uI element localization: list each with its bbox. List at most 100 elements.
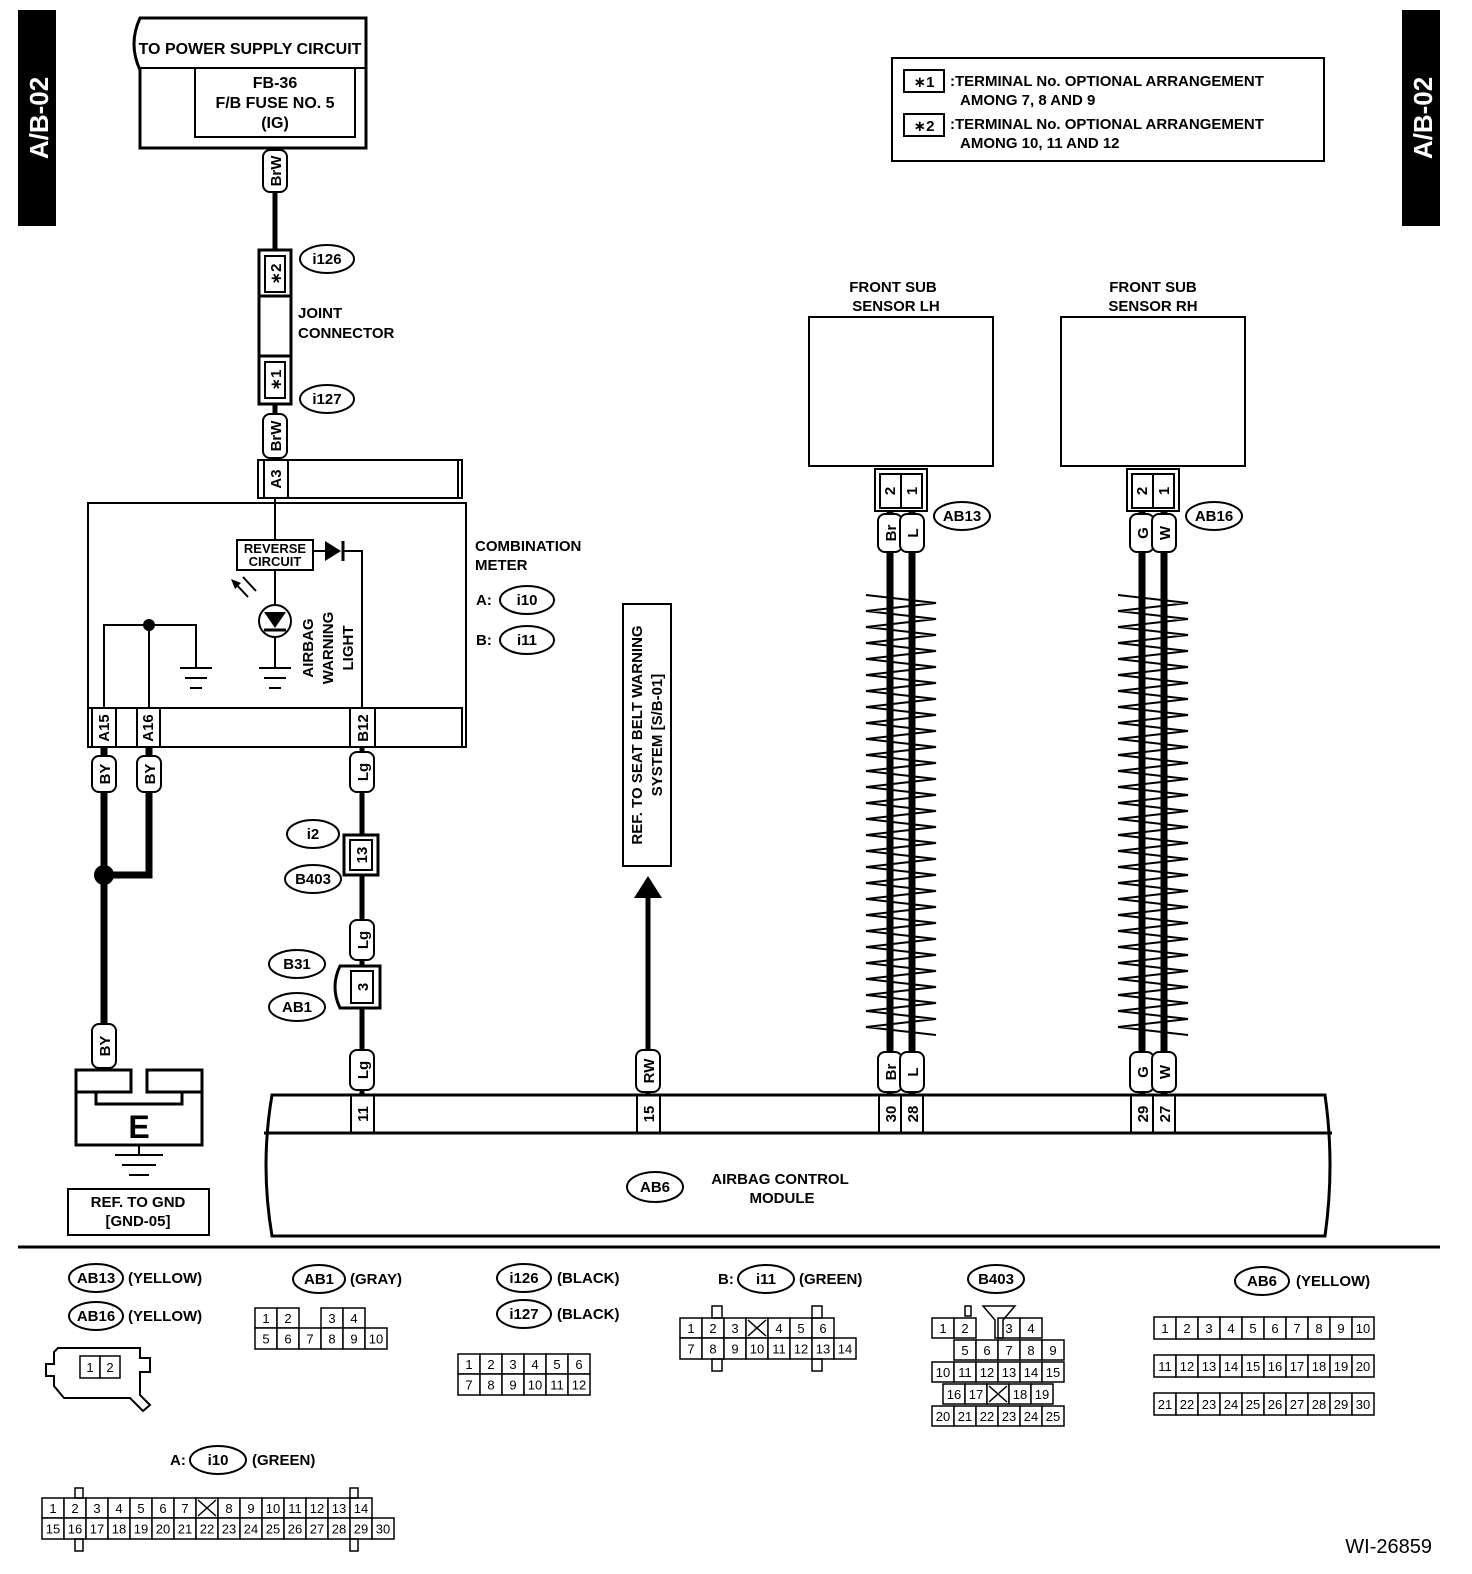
ab6-grid-pin: 21	[1158, 1397, 1172, 1412]
sensor-lh-pin-2: 2	[882, 487, 899, 495]
connector-tag-i126: i126	[312, 251, 341, 268]
ab6-grid-pin: 1	[1161, 1321, 1168, 1336]
i11-grid-pin: 12	[794, 1342, 808, 1357]
i11-grid-pin: 5	[797, 1321, 804, 1336]
b403-grid-pin: 5	[961, 1343, 968, 1358]
i11-grid-cross-icon	[747, 1319, 767, 1337]
i126-grid-pin: 6	[575, 1357, 582, 1372]
ab1-grid-cell	[364, 1327, 388, 1350]
b403-grid-pin: 12	[980, 1365, 994, 1380]
i126-grid-pin: 3	[509, 1357, 516, 1372]
legend-ab6-color: (YELLOW)	[1296, 1273, 1370, 1290]
wire-code-g-bottom: G	[1135, 1066, 1152, 1078]
i10-grid-pin: 14	[354, 1501, 368, 1516]
i126-grid-pin: 8	[487, 1378, 494, 1393]
b403-grid-pin: 24	[1024, 1409, 1038, 1424]
i10-grid-cell	[371, 1517, 395, 1540]
module-pin-15: 15	[641, 1106, 658, 1123]
arrow-up-icon	[634, 876, 662, 898]
i11-grid-pin: 14	[838, 1342, 852, 1357]
inline-pin-3: 3	[355, 983, 372, 991]
ab6-grid-pin: 18	[1312, 1359, 1326, 1374]
i10-grid-pin: 15	[46, 1522, 60, 1537]
connector-tag-b31: B31	[283, 956, 311, 973]
ab13-grid-pin: 1	[86, 1360, 93, 1375]
i10-grid-pin: 19	[134, 1522, 148, 1537]
b403-grid-pin: 9	[1049, 1343, 1056, 1358]
note-2-line-1: :TERMINAL No. OPTIONAL ARRANGEMENT	[950, 116, 1264, 133]
b403-grid-pin: 11	[958, 1365, 972, 1380]
i11-grid-pin: 10	[750, 1342, 764, 1357]
ab6-grid-pin: 17	[1290, 1359, 1304, 1374]
b403-grid-pin: 10	[936, 1365, 950, 1380]
ab6-grid-pin: 10	[1356, 1321, 1370, 1336]
i10-grid-pin: 6	[159, 1501, 166, 1516]
ground-wiring: BY BY BY E REF. TO GND [GND-05]	[67, 747, 210, 1236]
legend-b403-tag: B403	[978, 1271, 1014, 1288]
meter-pin-a3: A3	[268, 469, 285, 488]
i10-grid-pin: 8	[225, 1501, 232, 1516]
legend-i126-color: (BLACK)	[557, 1270, 619, 1287]
connector-tag-ab13: AB13	[943, 508, 981, 525]
legend-i127-tag: i127	[509, 1306, 538, 1323]
b403-lock-icon	[981, 1305, 1017, 1339]
joint-connector-label-2: CONNECTOR	[298, 325, 395, 342]
legend-i10-tag: i10	[208, 1452, 229, 1469]
b403-grid-pin: 16	[947, 1387, 961, 1402]
i126-grid-pin: 9	[509, 1378, 516, 1393]
ab1-grid-pin: 5	[262, 1332, 269, 1347]
ab6-grid-pin: 5	[1249, 1321, 1256, 1336]
ab6-grid-pin: 27	[1290, 1397, 1304, 1412]
wire-code-br-top: Br	[883, 525, 900, 542]
b403-grid-pin: 4	[1027, 1321, 1034, 1336]
legend-ab16-color: (YELLOW)	[128, 1308, 202, 1325]
legend-ab6-tag: AB6	[1247, 1273, 1277, 1290]
ab6-grid-pin: 13	[1202, 1359, 1216, 1374]
joint-pin-star2: ∗2	[268, 264, 285, 285]
b403-grid-pin: 7	[1005, 1343, 1012, 1358]
i11-grid-cell	[833, 1337, 857, 1360]
legend-i11-color: (GREEN)	[799, 1271, 862, 1288]
sensor-rh-label-2: SENSOR RH	[1108, 298, 1197, 315]
i10-grid-pin: 18	[112, 1522, 126, 1537]
wire-code-brw-bottom: BrW	[268, 420, 285, 452]
ab6-grid-pin: 16	[1268, 1359, 1282, 1374]
wire-code-w-bottom: W	[1157, 1064, 1174, 1079]
seatbelt-reference: REF. TO SEAT BELT WARNING SYSTEM [S/B-01…	[622, 603, 672, 1095]
module-pin-27: 27	[1157, 1106, 1174, 1123]
sensor-connector-shape-icon	[45, 1347, 152, 1413]
module-pin-30: 30	[883, 1106, 900, 1123]
sensor-lh-label-2: SENSOR LH	[852, 298, 940, 315]
i10-grid-cross-icon	[197, 1499, 217, 1517]
i10-grid-pin: 4	[115, 1501, 122, 1516]
terminal-notes-box: ∗1 :TERMINAL No. OPTIONAL ARRANGEMENT AM…	[891, 57, 1325, 162]
b403-grid-pin: 20	[936, 1409, 950, 1424]
ab6-grid-pin: 11	[1158, 1359, 1172, 1374]
i10-grid-pin: 25	[266, 1522, 280, 1537]
i10-grid-pin: 30	[376, 1522, 390, 1537]
legend-ab1-tag: AB1	[304, 1271, 334, 1288]
i11-lock-icon	[711, 1305, 723, 1319]
i126-grid-pin: 12	[572, 1378, 586, 1393]
b403-tab-icon	[964, 1305, 972, 1317]
i10-grid-pin: 26	[288, 1522, 302, 1537]
fuse-label-1: FB-36	[253, 75, 298, 92]
i10-grid-pin: 17	[90, 1522, 104, 1537]
note-1-line-1: :TERMINAL No. OPTIONAL ARRANGEMENT	[950, 73, 1264, 90]
front-sub-sensor-lh: FRONT SUB SENSOR LH 2 1 AB13 Br L Br L	[808, 279, 994, 1095]
seatbelt-ref-line-1: REF. TO SEAT BELT WARNING	[629, 625, 646, 844]
i10-grid-pin: 2	[71, 1501, 78, 1516]
i11-grid-pin: 9	[731, 1342, 738, 1357]
airbag-light-label-1: AIRBAG	[300, 618, 317, 677]
i11-grid-pin: 2	[709, 1321, 716, 1336]
b403-grid-pin: 19	[1035, 1387, 1049, 1402]
ab6-grid-cell	[1351, 1316, 1375, 1340]
i11-grid-pin: 7	[687, 1342, 694, 1357]
ab6-grid-pin: 14	[1224, 1359, 1238, 1374]
right-page-tab	[1402, 10, 1440, 226]
ab6-grid-pin: 20	[1356, 1359, 1370, 1374]
ab6-grid-pin: 8	[1315, 1321, 1322, 1336]
wire-code-rw: RW	[641, 1058, 658, 1084]
